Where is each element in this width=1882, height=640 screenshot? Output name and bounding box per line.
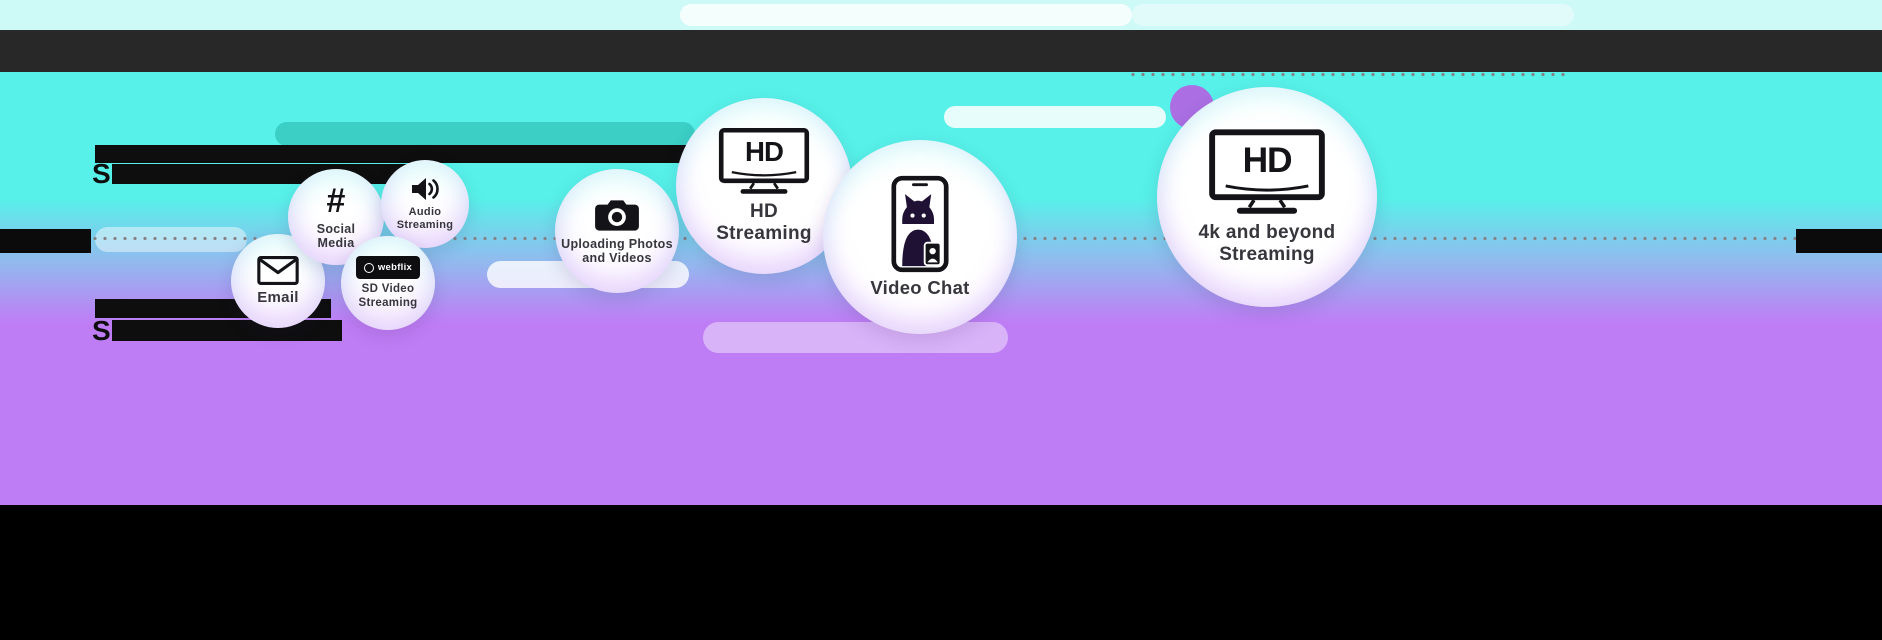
decor-pill <box>1132 4 1574 26</box>
bubble-label: SD Video Streaming <box>358 283 418 309</box>
bubble-4k-streaming: HD 4k and beyond Streaming <box>1157 87 1377 307</box>
header-bar <box>0 30 1882 72</box>
hd-tv-icon: HD <box>1209 129 1325 215</box>
camera-icon <box>595 200 639 231</box>
decor-pill-lavender <box>703 322 1008 353</box>
partial-letter: S <box>92 158 111 189</box>
bubble-audio-streaming: Audio Streaming <box>381 160 469 248</box>
dotted-line-header <box>1128 72 1568 77</box>
bubble-uploading-photos: Uploading Photos and Videos <box>555 169 679 293</box>
footer-bar <box>0 505 1882 640</box>
edge-bar-right <box>1796 229 1882 253</box>
decor-pill <box>680 4 1132 26</box>
bubble-label: Audio Streaming <box>396 206 454 231</box>
redacted-line: S <box>92 314 342 346</box>
partial-letter: S <box>92 314 111 346</box>
hashtag-icon: # <box>326 181 346 220</box>
envelope-icon <box>257 255 299 285</box>
bubble-label: 4k and beyond Streaming <box>1198 222 1336 265</box>
bubble-label: Email <box>257 288 299 306</box>
bubble-label: Uploading Photos and Videos <box>561 236 673 265</box>
hd-tv-label: HD <box>745 136 783 167</box>
webflix-circle-icon <box>363 262 374 273</box>
bubble-sd-video-streaming: webflix SD Video Streaming <box>341 236 435 330</box>
hd-tv-label: HD <box>1243 141 1292 180</box>
cat-head <box>902 194 935 225</box>
bubble-video-chat: Video Chat <box>823 140 1017 334</box>
redacted-bar <box>111 320 342 341</box>
bubble-label: HD Streaming <box>716 201 812 244</box>
bubble-email: Email <box>231 234 325 328</box>
webflix-logo: webflix <box>355 256 421 280</box>
video-chat-phone-icon <box>891 176 949 273</box>
speaker-icon <box>412 178 439 201</box>
bubble-label: Social Media <box>316 221 356 250</box>
webflix-logo-text: webflix <box>377 262 413 274</box>
bubble-hd-streaming: HD HD Streaming <box>676 98 852 274</box>
decor-pill-white <box>944 106 1166 128</box>
edge-bar-left <box>0 229 91 253</box>
bubble-label: Video Chat <box>870 277 970 299</box>
decor-pill-teal <box>275 122 695 146</box>
hd-tv-icon: HD <box>718 128 810 195</box>
redacted-bar <box>95 145 688 163</box>
